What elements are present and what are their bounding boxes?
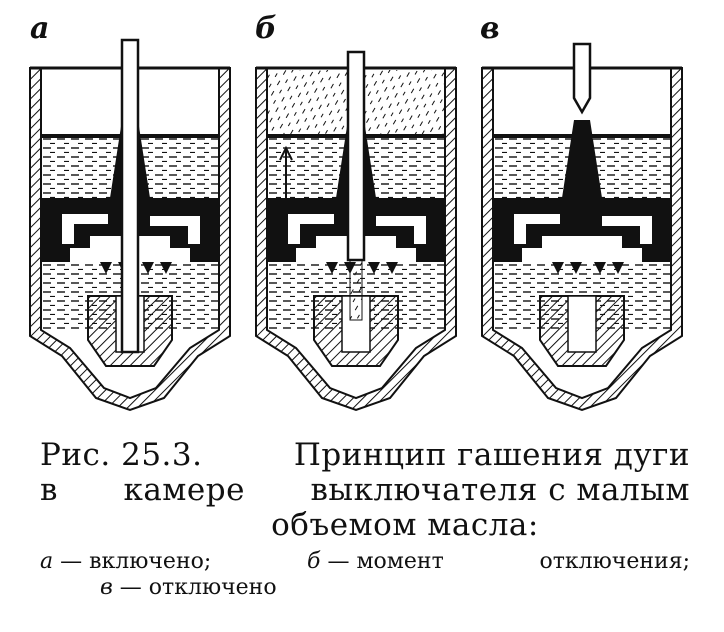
lamella-2 — [594, 262, 606, 274]
legend-text-b-cont: отключения; — [539, 549, 690, 574]
electric-arc — [349, 259, 363, 321]
figure-caption: Рис. 25.3. Принцип гашения дуги в камере… — [40, 438, 690, 601]
caption-word-v: в — [40, 472, 58, 508]
lamella-2 — [142, 262, 154, 274]
moving-contact-rod — [346, 50, 366, 262]
panel-label-a: а — [30, 11, 50, 46]
moving-contact-rod — [120, 38, 140, 354]
caption-word-kamere: камере — [123, 472, 245, 508]
legend-letter-v: в — [100, 575, 113, 600]
chamber-closed — [29, 38, 231, 412]
chamber-open — [481, 42, 683, 412]
gas-channel-right — [602, 216, 652, 244]
caption-line-2: в камере выключателя с малым — [40, 473, 690, 508]
gas-channel-left — [514, 214, 560, 244]
lamella-1 — [570, 262, 582, 274]
caption-line-1: Рис. 25.3. Принцип гашения дуги — [40, 438, 690, 473]
gas-flow-arrow — [279, 145, 293, 200]
legend-text-b: — момент — [320, 549, 444, 574]
lamella-3 — [160, 262, 172, 274]
gas-channel-right — [376, 216, 426, 244]
legend-row-1: а — включено; б — момент отключения; — [40, 549, 690, 575]
panel-label-v: в — [480, 11, 500, 46]
lamella-3 — [612, 262, 624, 274]
lamella-2 — [368, 262, 380, 274]
caption-title-part-2: выключателя с малым — [310, 472, 690, 508]
lamella-0 — [326, 262, 338, 274]
chamber-opening — [255, 50, 457, 412]
legend-letter-b: б — [307, 549, 321, 574]
legend-item-a: а — включено; — [40, 549, 211, 575]
caption-title-part-1: Принцип гашения дуги — [293, 437, 690, 473]
gas-channel-left — [62, 214, 108, 244]
moving-contact-rod — [572, 42, 592, 115]
caption-figure-number: Рис. 25.3. — [40, 437, 203, 473]
legend-item-b: б — момент — [307, 549, 444, 575]
gas-channel-right — [150, 216, 200, 244]
legend-text-a: — включено; — [53, 549, 212, 574]
lamella-3 — [386, 262, 398, 274]
upper-cone — [562, 120, 602, 198]
lamella-0 — [552, 262, 564, 274]
contact-socket — [567, 295, 597, 353]
caption-line-3: объемом масла: — [271, 507, 539, 543]
gas-channel-left — [288, 214, 334, 244]
panel-label-b: б — [255, 11, 277, 46]
legend-letter-a: а — [40, 549, 54, 574]
lamella-0 — [100, 262, 112, 274]
legend-row-2: в — отключено — [40, 575, 690, 601]
legend-text-v: — отключено — [112, 575, 277, 600]
